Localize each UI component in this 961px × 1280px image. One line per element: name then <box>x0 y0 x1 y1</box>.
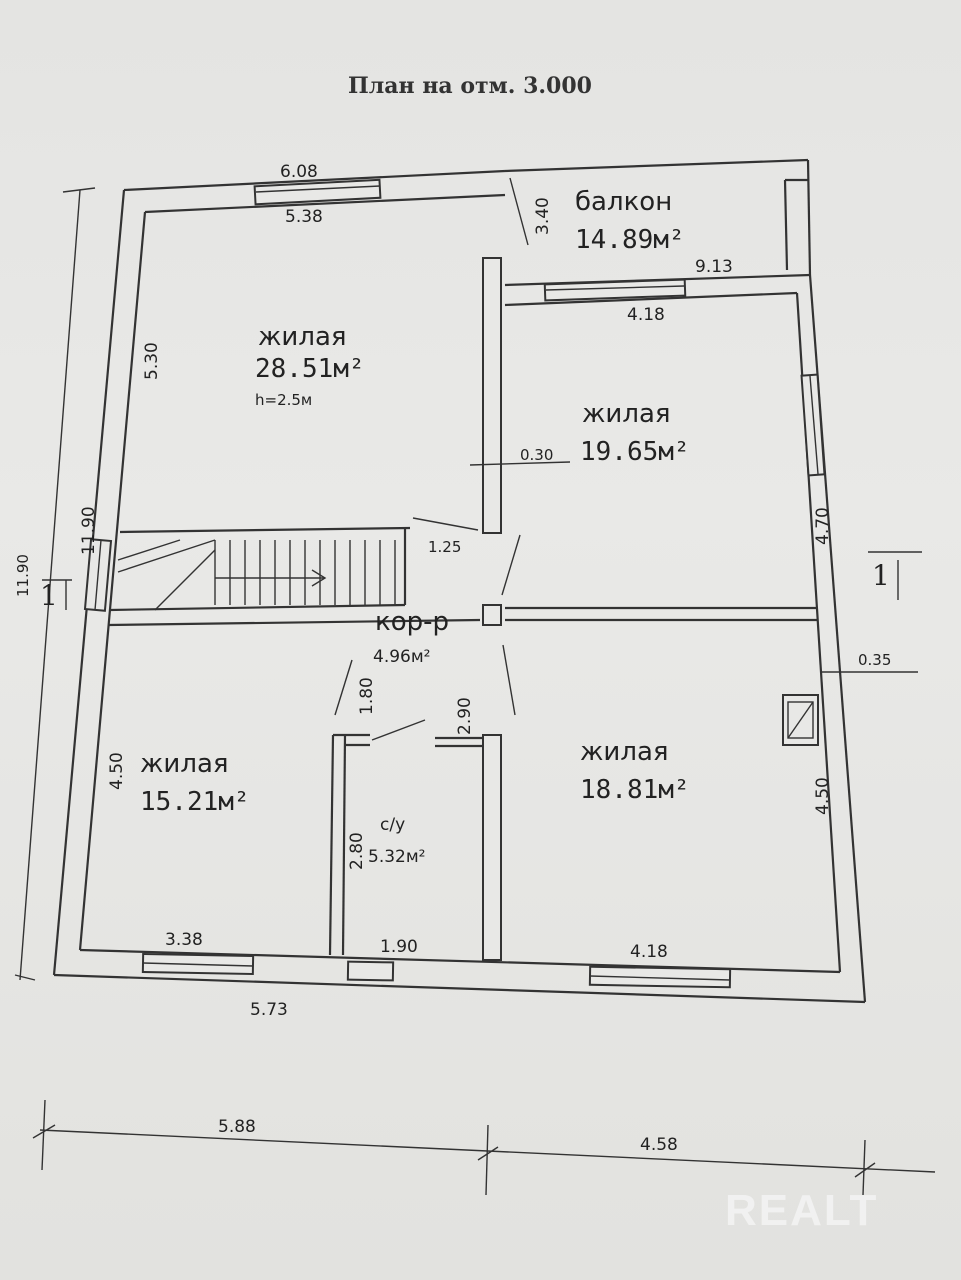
dim-balcony-side: 3.40 <box>533 197 553 235</box>
balcony-area: 14.89м² <box>575 225 685 255</box>
corridor-name: кор-р <box>375 607 449 637</box>
dim-chain-right: 4.58 <box>640 1135 678 1155</box>
dim-room2-top: 4.18 <box>627 305 665 325</box>
outer-walls <box>52 158 867 1004</box>
dim-wall-035: 0.35 <box>858 651 891 669</box>
dim-overall-left: 11.90 <box>79 506 99 555</box>
living4-area: 18.81м² <box>580 775 690 805</box>
bathroom-area: 5.32м² <box>368 847 426 867</box>
dim-chain-left: 5.88 <box>218 1117 256 1137</box>
section-mark-right: 1 <box>872 559 890 592</box>
corridor-area: 4.96м² <box>373 647 431 667</box>
dim-room1-side: 5.30 <box>142 342 162 380</box>
dim-top-outer: 6.08 <box>280 162 318 182</box>
staircase <box>117 539 396 611</box>
living1-name: жилая <box>258 322 347 352</box>
realt-watermark: REALT <box>725 1186 878 1235</box>
living2-name: жилая <box>582 399 671 429</box>
dimension-lines <box>14 187 936 1196</box>
dim-room3-bottom: 3.38 <box>165 930 203 950</box>
dim-balcony-width: 9.13 <box>695 257 733 277</box>
dimension-labels: 6.08 5.38 3.40 9.13 4.18 5.30 0.30 11.90… <box>14 162 891 1155</box>
dim-bath-bottom: 1.90 <box>380 937 418 957</box>
living4-name: жилая <box>580 737 669 767</box>
living3-area: 15.21м² <box>140 787 250 817</box>
living1-height: h=2.5м <box>255 391 312 409</box>
dim-corr-290: 2.90 <box>455 697 475 735</box>
balcony-name: балкон <box>575 187 672 217</box>
dim-wall-030: 0.30 <box>520 446 553 464</box>
dim-bottom-outer: 5.73 <box>250 1000 288 1020</box>
living2-area: 19.65м² <box>580 437 690 467</box>
dim-room3-side: 4.50 <box>107 752 127 790</box>
room-labels: балкон 14.89м² жилая 28.51м² h=2.5м жила… <box>140 187 690 867</box>
interior-walls <box>107 177 819 961</box>
dim-room2-side: 4.70 <box>813 507 833 545</box>
section-mark-left: 1 <box>40 579 58 612</box>
living3-name: жилая <box>140 749 229 779</box>
dim-door-125: 1.25 <box>428 538 461 556</box>
dim-corr-180: 1.80 <box>357 677 377 715</box>
windows <box>83 178 826 989</box>
dim-room4-side: 4.50 <box>813 777 833 815</box>
plan-title: План на отм. 3.000 <box>348 73 592 99</box>
dim-top-inner: 5.38 <box>285 207 323 227</box>
dim-room4-bottom: 4.18 <box>630 942 668 962</box>
living1-area: 28.51м² <box>255 354 365 384</box>
dim-overall-far-left: 11.90 <box>14 554 32 597</box>
section-marks: 1 1 <box>40 551 922 612</box>
dim-bath-side: 2.80 <box>347 832 367 870</box>
bathroom-name: с/у <box>380 815 405 835</box>
